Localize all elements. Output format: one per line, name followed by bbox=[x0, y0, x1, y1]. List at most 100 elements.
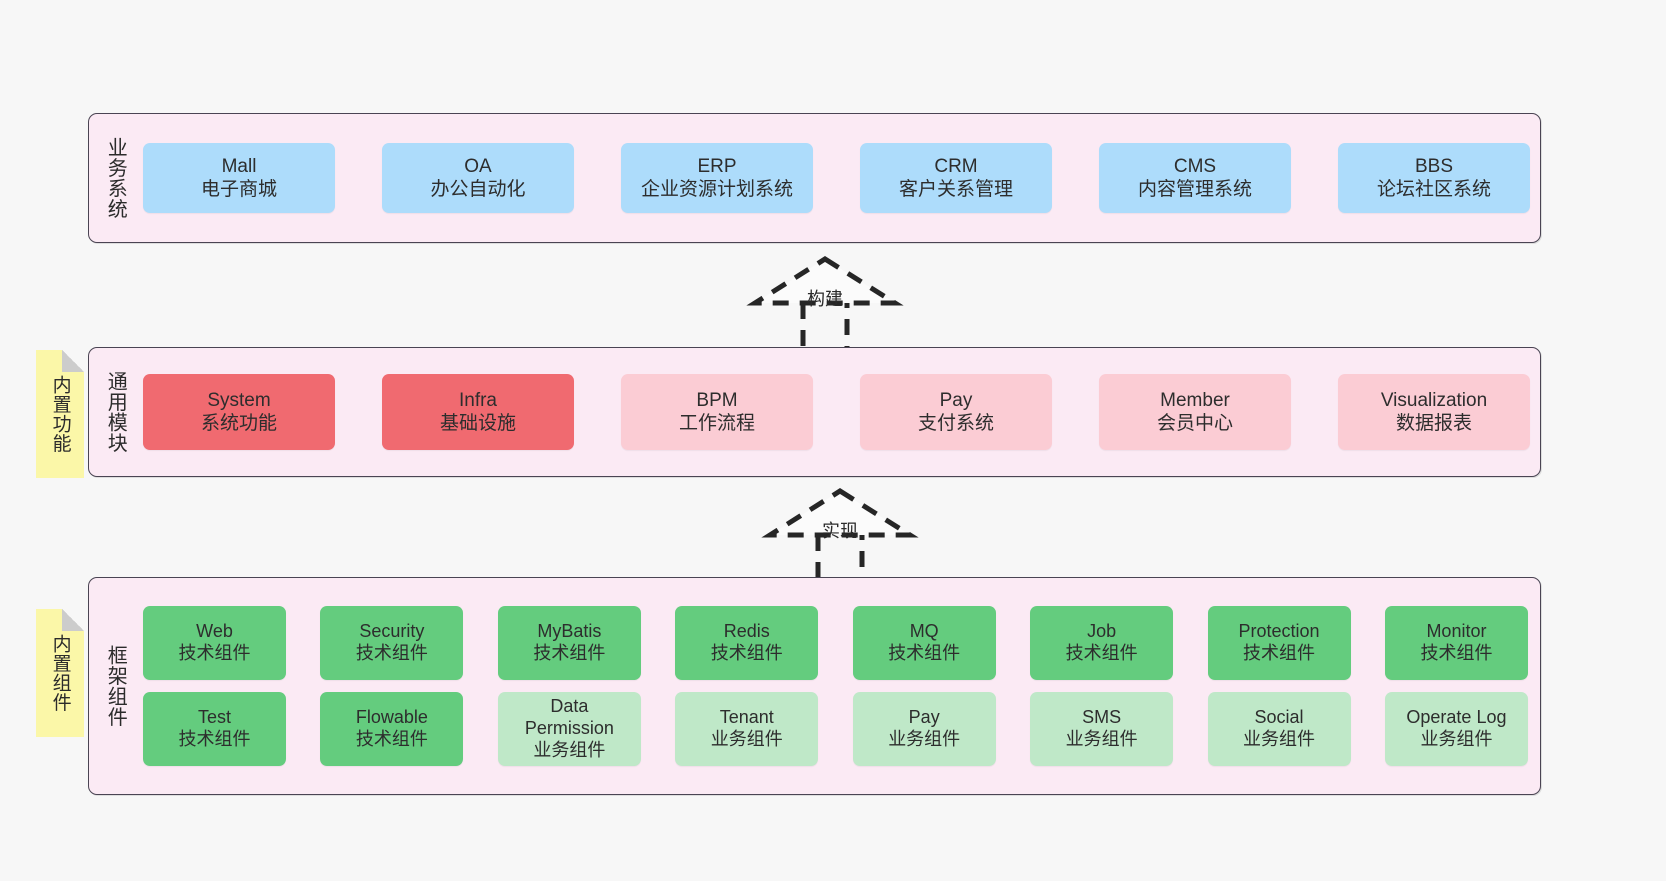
card-job[interactable]: Job 技术组件 bbox=[1030, 606, 1174, 680]
connector-build: 构建 bbox=[745, 255, 905, 355]
card-title: CMS bbox=[1173, 155, 1217, 177]
card-title: CRM bbox=[934, 155, 978, 177]
card-sms[interactable]: SMS 业务组件 bbox=[1030, 692, 1174, 766]
card-title: Visualization bbox=[1380, 389, 1488, 411]
layer-common-modules: 通用模块 System 系统功能 Infra 基础设施 BPM 工作流程 Pay… bbox=[88, 347, 1541, 477]
card-data-permission[interactable]: Data Permission 业务组件 bbox=[497, 692, 641, 766]
connector-implement: 实现 bbox=[760, 487, 920, 587]
card-subtitle: 业务组件 bbox=[888, 729, 961, 749]
card-oa[interactable]: OA 办公自动化 bbox=[382, 143, 574, 213]
card-subtitle: 数据报表 bbox=[1395, 413, 1472, 434]
connector-label-implement: 实现 bbox=[822, 521, 858, 541]
card-subtitle: 技术组件 bbox=[1420, 643, 1493, 663]
card-subtitle: 业务组件 bbox=[533, 739, 606, 760]
card-member[interactable]: Member 会员中心 bbox=[1099, 374, 1291, 450]
card-title: ERP bbox=[697, 155, 737, 177]
card-title: Operate Log bbox=[1406, 707, 1507, 728]
card-title: Mall bbox=[221, 155, 257, 177]
note-label: 内置功能 bbox=[49, 375, 71, 453]
card-title: Test bbox=[197, 707, 231, 728]
card-title: System bbox=[207, 389, 271, 411]
layer-framework-components: 框架组件 Web 技术组件 Security 技术组件 MyBatis 技术组件… bbox=[88, 577, 1541, 795]
card-row: Mall 电子商城 OA 办公自动化 ERP 企业资源计划系统 CRM 客户关系… bbox=[143, 143, 1530, 213]
card-title: Monitor bbox=[1426, 621, 1487, 642]
card-redis[interactable]: Redis 技术组件 bbox=[675, 606, 819, 680]
card-title: Member bbox=[1160, 389, 1230, 411]
layer-body-common-modules: System 系统功能 Infra 基础设施 BPM 工作流程 Pay 支付系统… bbox=[141, 348, 1540, 476]
card-title: BPM bbox=[696, 389, 738, 411]
card-row: Test 技术组件 Flowable 技术组件 Data Permission … bbox=[143, 692, 1528, 766]
card-title: Job bbox=[1087, 621, 1117, 642]
card-visualization[interactable]: Visualization 数据报表 bbox=[1338, 374, 1530, 450]
note-label: 内置组件 bbox=[49, 634, 71, 712]
card-title: Protection bbox=[1238, 621, 1320, 642]
card-subtitle: 技术组件 bbox=[178, 643, 251, 663]
card-security[interactable]: Security 技术组件 bbox=[320, 606, 464, 680]
card-subtitle: 内容管理系统 bbox=[1137, 179, 1252, 200]
card-mybatis[interactable]: MyBatis 技术组件 bbox=[497, 606, 641, 680]
card-test[interactable]: Test 技术组件 bbox=[143, 692, 286, 766]
card-title: Security bbox=[359, 621, 425, 642]
card-subtitle: 业务组件 bbox=[1243, 729, 1316, 749]
card-pay-component[interactable]: Pay 业务组件 bbox=[852, 692, 996, 766]
card-row: Web 技术组件 Security 技术组件 MyBatis 技术组件 Redi… bbox=[143, 606, 1528, 680]
card-erp[interactable]: ERP 企业资源计划系统 bbox=[621, 143, 813, 213]
card-monitor[interactable]: Monitor 技术组件 bbox=[1384, 606, 1528, 680]
card-mall[interactable]: Mall 电子商城 bbox=[143, 143, 335, 213]
card-title: Social bbox=[1254, 707, 1304, 728]
layer-body-framework-components: Web 技术组件 Security 技术组件 MyBatis 技术组件 Redi… bbox=[141, 578, 1540, 794]
card-title: Web bbox=[196, 621, 233, 642]
card-subtitle: 技术组件 bbox=[178, 729, 251, 749]
card-title: MQ bbox=[909, 621, 939, 642]
card-infra[interactable]: Infra 基础设施 bbox=[382, 374, 574, 450]
card-subtitle: 论坛社区系统 bbox=[1376, 179, 1491, 200]
card-row: System 系统功能 Infra 基础设施 BPM 工作流程 Pay 支付系统… bbox=[143, 374, 1530, 450]
card-subtitle: 技术组件 bbox=[888, 643, 961, 663]
note-builtin-function: 内置功能 bbox=[36, 350, 84, 478]
layer-title-framework-components: 框架组件 bbox=[104, 645, 127, 727]
card-subtitle: 电子商城 bbox=[200, 179, 277, 200]
card-tenant[interactable]: Tenant 业务组件 bbox=[675, 692, 819, 766]
card-social[interactable]: Social 业务组件 bbox=[1207, 692, 1351, 766]
card-title: Tenant bbox=[719, 707, 774, 728]
card-title: Infra bbox=[458, 389, 498, 411]
card-subtitle: 业务组件 bbox=[1420, 729, 1493, 749]
layer-title-business-systems: 业务系统 bbox=[104, 137, 127, 219]
card-title: Flowable bbox=[355, 707, 428, 728]
card-subtitle: 支付系统 bbox=[917, 413, 994, 434]
card-bpm[interactable]: BPM 工作流程 bbox=[621, 374, 813, 450]
card-subtitle: 客户关系管理 bbox=[898, 179, 1013, 200]
card-title: OA bbox=[464, 155, 492, 177]
card-subtitle: 技术组件 bbox=[355, 729, 428, 749]
connector-label-build: 构建 bbox=[807, 289, 843, 309]
layer-title-common-modules: 通用模块 bbox=[104, 371, 127, 453]
card-subtitle: 业务组件 bbox=[710, 729, 783, 749]
card-crm[interactable]: CRM 客户关系管理 bbox=[860, 143, 1052, 213]
card-title: BBS bbox=[1414, 155, 1454, 177]
card-pay-module[interactable]: Pay 支付系统 bbox=[860, 374, 1052, 450]
card-title: MyBatis bbox=[537, 621, 602, 642]
card-title: SMS bbox=[1082, 707, 1122, 728]
card-cms[interactable]: CMS 内容管理系统 bbox=[1099, 143, 1291, 213]
layer-business-systems: 业务系统 Mall 电子商城 OA 办公自动化 ERP 企业资源计划系统 CRM… bbox=[88, 113, 1541, 243]
card-flowable[interactable]: Flowable 技术组件 bbox=[320, 692, 464, 766]
card-title: Pay bbox=[939, 389, 973, 411]
card-title: Data Permission bbox=[524, 696, 614, 739]
card-subtitle: 技术组件 bbox=[1065, 643, 1138, 663]
card-subtitle: 工作流程 bbox=[678, 413, 755, 434]
card-subtitle: 业务组件 bbox=[1065, 729, 1138, 749]
card-web[interactable]: Web 技术组件 bbox=[143, 606, 286, 680]
card-title: Redis bbox=[723, 621, 770, 642]
card-bbs[interactable]: BBS 论坛社区系统 bbox=[1338, 143, 1530, 213]
card-system[interactable]: System 系统功能 bbox=[143, 374, 335, 450]
card-subtitle: 会员中心 bbox=[1156, 413, 1233, 434]
card-mq[interactable]: MQ 技术组件 bbox=[852, 606, 996, 680]
card-subtitle: 技术组件 bbox=[710, 643, 783, 663]
card-subtitle: 系统功能 bbox=[200, 413, 277, 434]
note-builtin-component: 内置组件 bbox=[36, 609, 84, 737]
card-subtitle: 技术组件 bbox=[533, 643, 606, 663]
card-protection[interactable]: Protection 技术组件 bbox=[1207, 606, 1351, 680]
card-subtitle: 基础设施 bbox=[439, 413, 516, 434]
card-operate-log[interactable]: Operate Log 业务组件 bbox=[1384, 692, 1528, 766]
